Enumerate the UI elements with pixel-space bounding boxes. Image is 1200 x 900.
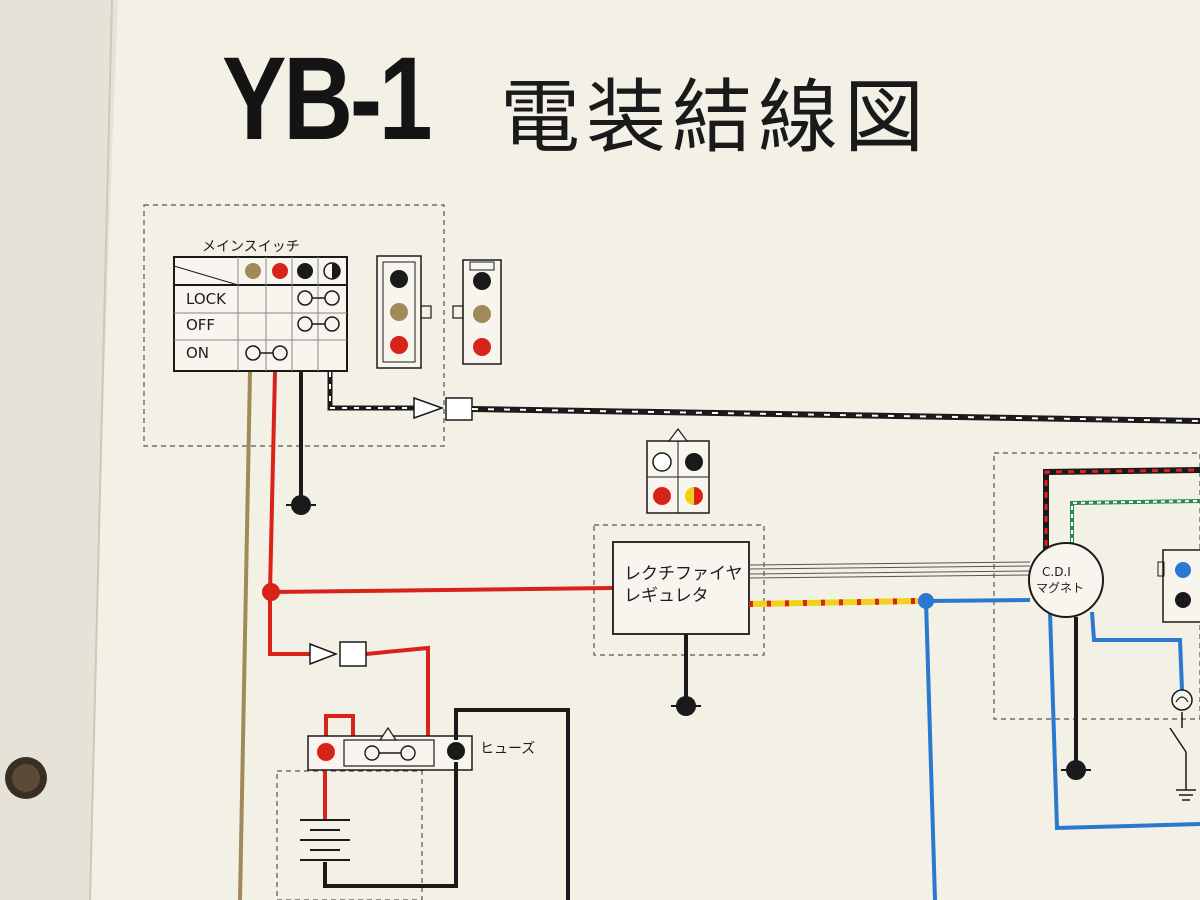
wire-black-battery <box>323 762 458 888</box>
switch-terminal-black <box>297 263 313 279</box>
wire-red-to-regulator <box>269 586 614 594</box>
regulator-connector <box>646 428 710 514</box>
switch-position-lock: LOCK <box>186 290 226 308</box>
wire-red-main <box>268 371 310 656</box>
switch-terminal-brown <box>245 263 261 279</box>
wires-white-pair <box>748 561 1031 579</box>
wire-yellow-red <box>748 598 919 607</box>
main-switch-label: メインスイッチ <box>202 239 300 255</box>
cdi-label: C.D.I <box>1042 565 1071 579</box>
wire-blue-loop <box>1048 611 1200 831</box>
neutral-switch-symbol <box>1169 712 1196 801</box>
wire-blue-main <box>924 600 937 900</box>
model-title: YB-1 <box>222 33 433 165</box>
main-switch-table <box>173 256 348 372</box>
wire-red-fuse <box>365 645 430 740</box>
rectifier-label-line2: レギュレタ <box>624 585 709 606</box>
fuse-terminal-black <box>447 742 465 760</box>
rectifier-regulator-label: レクチファイヤ レギュレタ <box>624 564 743 606</box>
switch-connector-female <box>376 255 432 369</box>
wire-red-battery <box>324 714 355 740</box>
blue-junction-dot <box>918 593 934 609</box>
red-junction-dot <box>262 583 280 601</box>
regulator-box <box>612 541 750 635</box>
wire-blue-to-cdi <box>925 598 1031 603</box>
wire-black-white-long <box>471 406 1200 424</box>
fuse-holder <box>307 726 473 771</box>
red-line-coupler <box>309 641 367 667</box>
switch-terminal-red <box>272 263 288 279</box>
wire-brown <box>238 371 252 900</box>
page-left-edge <box>0 0 118 900</box>
magneto-label: マグネト <box>1036 581 1085 595</box>
battery-enclosure <box>276 770 423 900</box>
ground-symbol-cdi <box>1061 760 1091 780</box>
wire-blue-connector <box>1090 611 1184 691</box>
ground-symbol-regulator <box>671 696 701 716</box>
fuse-label: ヒューズ <box>480 741 536 757</box>
wire-black-fuse <box>454 708 570 900</box>
switch-position-on: ON <box>186 344 210 362</box>
fuse-terminal-red <box>317 743 335 761</box>
page-fold-line <box>89 0 113 900</box>
ground-symbol-switch <box>286 495 316 515</box>
cdi-side-connector <box>1157 549 1200 623</box>
battery-symbol <box>300 819 350 861</box>
cdi-magneto-circle <box>1028 542 1104 618</box>
switch-connector-male <box>452 259 502 365</box>
switch-position-off: OFF <box>186 316 216 334</box>
bulb-symbol <box>1171 689 1193 711</box>
cdi-enclosure <box>993 452 1200 720</box>
rectifier-label-line1: レクチファイヤ <box>624 564 743 584</box>
diagram-title: 電装結線図 <box>500 71 930 164</box>
binder-hole-rim <box>12 764 40 792</box>
paper-sheet <box>90 0 1200 900</box>
